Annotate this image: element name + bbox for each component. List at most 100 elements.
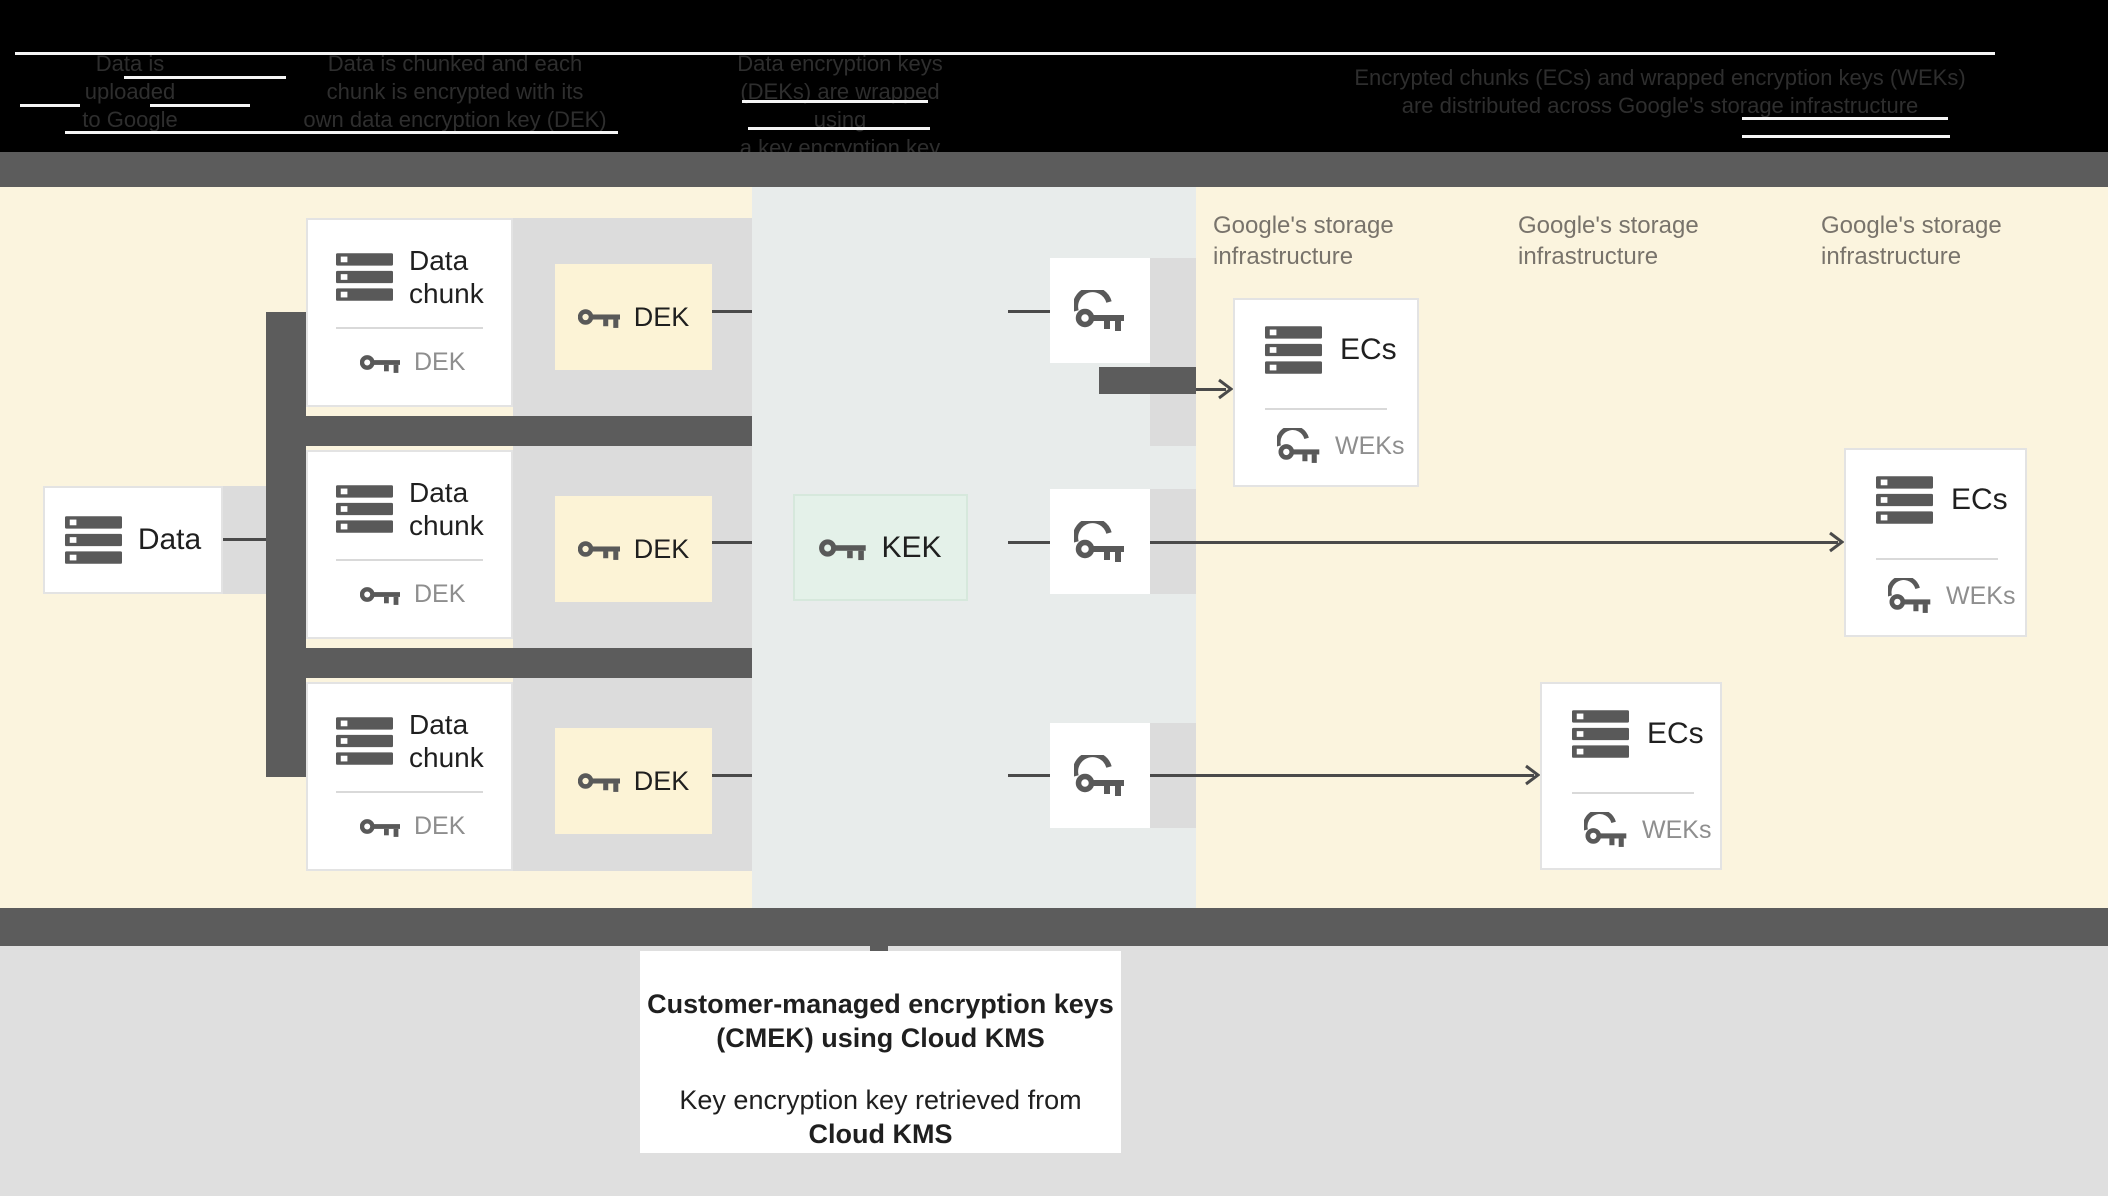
ecs-card: ECs WEKs xyxy=(1844,448,2027,637)
right-connector-band-1 xyxy=(1150,258,1196,446)
wrapped-key-icon xyxy=(1074,754,1124,796)
key-icon xyxy=(577,541,620,560)
ecs-card: ECs WEKs xyxy=(1233,298,1419,487)
header-step-2-line: chunk is encrypted with its xyxy=(326,79,584,104)
key-icon xyxy=(360,355,400,373)
dek-box: DEK xyxy=(555,728,712,834)
server-stack-icon xyxy=(64,516,122,564)
weks-label: WEKs xyxy=(1642,815,1712,844)
chunk-tree-bar-2 xyxy=(266,648,752,678)
header-step-4: Encrypted chunks (ECs) and wrapped encry… xyxy=(1310,64,2010,120)
card-divider xyxy=(1572,792,1694,794)
weks-label: WEKs xyxy=(1335,431,1405,460)
bottom-divider-bar xyxy=(0,908,2108,946)
footer-body-line: Cloud KMS xyxy=(808,1119,953,1149)
header-highlight-line xyxy=(748,127,930,130)
dek-box: DEK xyxy=(555,264,712,370)
data-to-trunk-line xyxy=(221,538,266,541)
dek-label: DEK xyxy=(414,580,466,608)
footer-heading-line: (CMEK) using Cloud KMS xyxy=(716,1023,1045,1053)
arrow-line-to-ecs-3 xyxy=(1150,774,1534,777)
ecs-title: ECs xyxy=(1647,717,1704,750)
key-icon xyxy=(819,538,867,560)
storage-label-line: infrastructure xyxy=(1518,243,1659,270)
header-banner: Data is uploaded to Google Data is chunk… xyxy=(0,0,2108,188)
ecs-title-row: ECs xyxy=(1265,326,1397,374)
storage-label-line: Google's storage xyxy=(1518,212,1699,239)
storage-label-line: Google's storage xyxy=(1821,212,2002,239)
wrap-operation-box xyxy=(1050,489,1150,594)
dek-box: DEK xyxy=(555,496,712,602)
footer-heading-line: Customer-managed encryption keys xyxy=(647,989,1114,1019)
header-step-2: Data is chunked and each chunk is encryp… xyxy=(285,50,625,134)
footer-body-line: Key encryption key retrieved from xyxy=(679,1085,1082,1115)
data-chunk-title: Data chunk xyxy=(409,477,484,541)
data-chunk-title-row: Data chunk xyxy=(336,708,501,774)
key-icon xyxy=(360,819,400,837)
ecs-title-row: ECs xyxy=(1876,476,2008,524)
card-divider xyxy=(336,327,483,329)
key-icon xyxy=(577,309,620,328)
server-stack-icon xyxy=(336,717,393,765)
weks-label-row: WEKs xyxy=(1277,428,1404,464)
header-highlight-line xyxy=(742,100,928,103)
storage-label: Google's storage infrastructure xyxy=(1213,210,1473,272)
server-stack-icon xyxy=(336,485,393,533)
header-highlight-line xyxy=(150,104,250,107)
header-highlight-line xyxy=(15,52,1995,55)
storage-label: Google's storage infrastructure xyxy=(1821,210,2081,272)
data-chunk-title: Data chunk xyxy=(409,709,484,773)
header-highlight-line xyxy=(1742,117,1948,120)
header-step-2-line: Data is chunked and each xyxy=(327,51,583,76)
data-chunk-title: Data chunk xyxy=(409,245,484,309)
storage-label-line: Google's storage xyxy=(1213,212,1394,239)
wrap-operation-box xyxy=(1050,258,1150,363)
header-step-3-line: Data encryption keys xyxy=(737,51,943,76)
panel-to-key2-line xyxy=(1008,541,1050,544)
card-divider xyxy=(336,559,483,561)
arrow-right-icon xyxy=(1525,764,1541,786)
server-stack-icon xyxy=(336,253,393,301)
dek3-to-panel-line xyxy=(710,774,752,777)
weks-label-row: WEKs xyxy=(1888,578,2015,614)
wrapped-key-icon xyxy=(1277,428,1320,463)
wrapped-key-icon xyxy=(1584,812,1627,847)
chunk-tree-trunk xyxy=(266,312,306,777)
footer-callout-notch xyxy=(870,946,888,954)
server-stack-icon xyxy=(1572,710,1629,758)
ecs-title-row: ECs xyxy=(1572,710,1704,758)
card-divider xyxy=(1876,558,1998,560)
server-stack-icon xyxy=(1265,326,1322,374)
header-step-1-line: uploaded xyxy=(84,79,176,104)
data-chunk-card: Data chunk DEK xyxy=(306,682,513,871)
arrow-line-to-ecs-1 xyxy=(1196,388,1226,391)
dek2-to-panel-line xyxy=(710,541,752,544)
arrow-right-icon xyxy=(1829,531,1845,553)
header-step-1-line: to Google xyxy=(82,107,178,132)
panel-to-key1-line xyxy=(1008,310,1050,313)
data-chunk-title-row: Data chunk xyxy=(336,244,501,310)
header-step-4-line: Encrypted chunks (ECs) and wrapped encry… xyxy=(1354,65,1966,90)
kek-box: KEK xyxy=(793,494,968,601)
dek1-to-panel-line xyxy=(710,310,752,313)
chunk-tree-bar-1 xyxy=(266,416,752,446)
key-icon xyxy=(360,587,400,605)
storage-label-line: infrastructure xyxy=(1213,243,1354,270)
storage-label: Google's storage infrastructure xyxy=(1518,210,1778,272)
data-chunk-title-row: Data chunk xyxy=(336,476,501,542)
server-stack-icon xyxy=(1876,476,1933,524)
header-highlight-line xyxy=(1742,135,1950,138)
dek-box-label: DEK xyxy=(633,765,690,796)
wrap-operation-box xyxy=(1050,723,1150,828)
dek-label: DEK xyxy=(414,348,466,376)
header-highlight-line xyxy=(65,131,618,134)
card-divider xyxy=(336,791,483,793)
wrapped-key-icon xyxy=(1888,578,1931,613)
ecs-card: ECs WEKs xyxy=(1540,682,1722,870)
dek-label: DEK xyxy=(414,812,466,840)
wrapped-key-output-bar xyxy=(1099,367,1196,394)
panel-to-key3-line xyxy=(1008,774,1050,777)
data-chunk-card: Data chunk DEK xyxy=(306,218,513,407)
dek-label-row: DEK xyxy=(360,812,465,841)
wrapped-key-icon xyxy=(1074,520,1124,562)
